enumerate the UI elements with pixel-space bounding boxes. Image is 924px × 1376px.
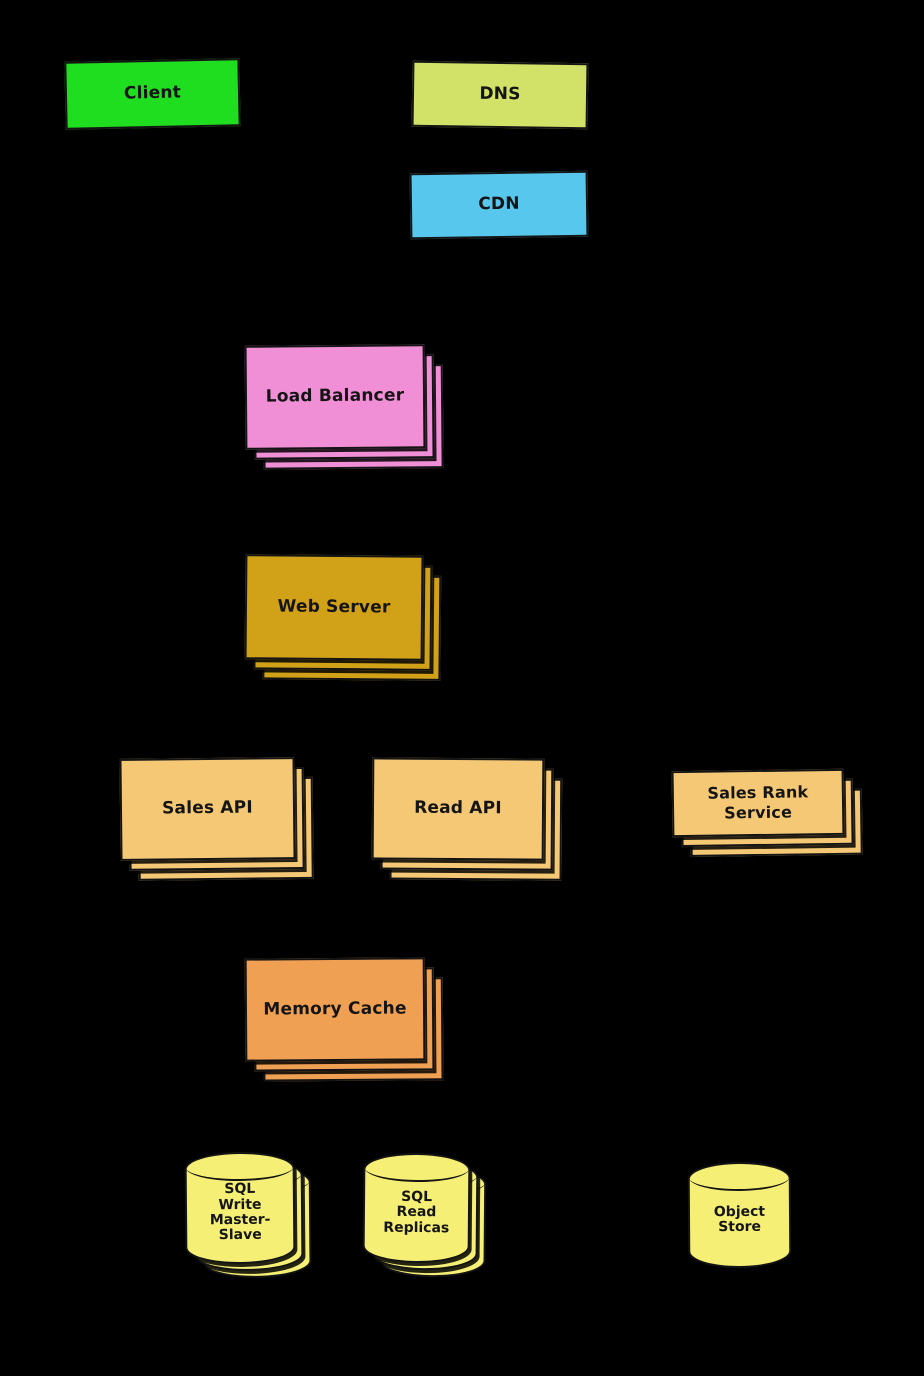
node-label: Web Server [277,596,391,618]
node-sql-read-replicas: SQL Read Replicas [362,1152,487,1278]
node-object-store: Object Store [687,1161,792,1269]
node-sql-write-master-slave: SQL Write Master- Slave [184,1151,312,1279]
node-label: Object Store [713,1203,766,1236]
node-face: Web Server [244,554,424,661]
node-face: Sales API [119,757,296,861]
node-face: Load Balancer [244,344,426,450]
node-face: CDN [409,170,589,240]
node-face: Sales Rank Service [671,768,845,838]
node-client: Client [64,58,241,130]
node-face: SQL Write Master- Slave [184,1151,296,1265]
node-face: Client [64,58,241,130]
node-face: Memory Cache [244,957,426,1062]
node-read-api: Read API [371,757,563,881]
node-sales-api: Sales API [119,757,314,881]
node-label: SQL Write Master- Slave [209,1181,271,1244]
node-label: Sales Rank Service [707,782,809,823]
node-label: Load Balancer [265,385,405,407]
node-label: Client [123,82,182,104]
node-label: Read API [414,798,502,819]
node-face: Read API [371,757,545,861]
node-memory-cache: Memory Cache [244,957,444,1082]
node-load-balancer: Load Balancer [244,344,444,470]
node-face: SQL Read Replicas [362,1152,471,1264]
node-label: CDN [478,194,520,215]
node-web-server: Web Server [244,554,442,681]
node-face: Object Store [687,1161,792,1269]
node-label: Sales API [161,797,254,819]
node-label: Memory Cache [263,998,407,1020]
node-cdn: CDN [409,170,589,240]
node-label: SQL Read Replicas [383,1188,450,1236]
node-label: DNS [479,84,521,105]
node-dns: DNS [411,60,589,130]
node-face: DNS [411,60,589,130]
node-sales-rank-service: Sales Rank Service [671,768,863,857]
